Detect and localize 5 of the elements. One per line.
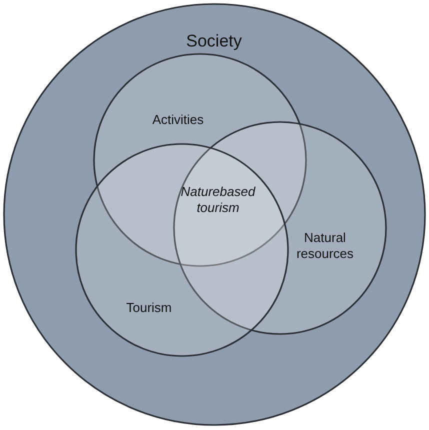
overlap-label: Naturebased tourism — [180, 184, 256, 216]
circle-label: Natural resources — [295, 230, 355, 262]
circle-label: Tourism — [125, 300, 173, 316]
circle-label: Society — [185, 30, 243, 52]
circle-label: Activities — [151, 112, 205, 128]
